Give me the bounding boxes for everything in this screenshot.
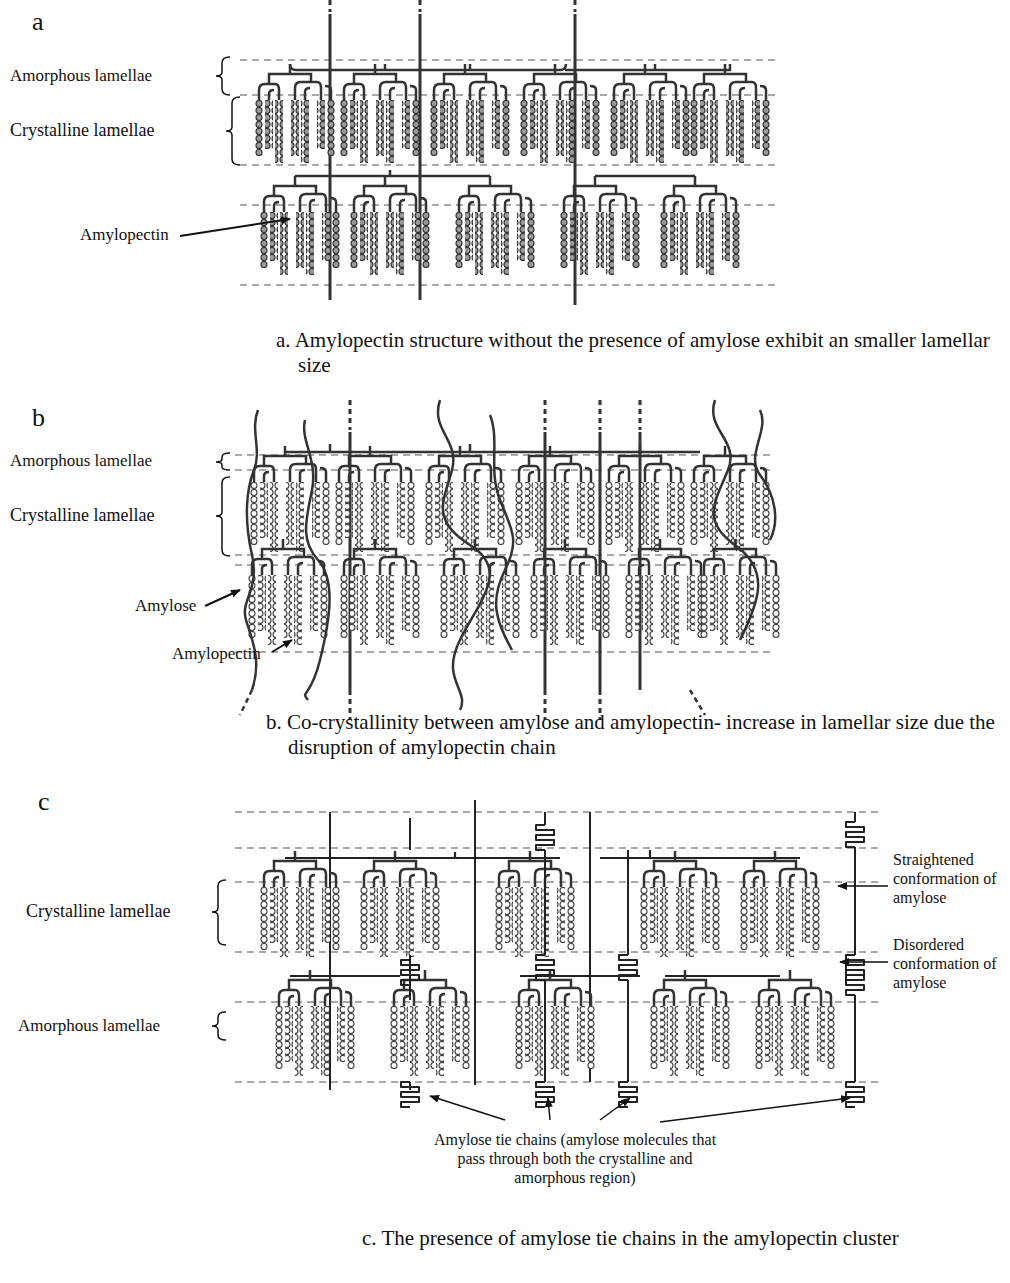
layer-label: Amorphous lamellae (10, 451, 152, 471)
panel-letter: a (32, 6, 44, 37)
panel-letter: c (38, 786, 50, 817)
callout-label: Straightened conformation of amylose (893, 850, 1003, 908)
layer-label: Amorphous lamellae (10, 66, 152, 86)
component-label: Amylopectin (172, 644, 261, 664)
leader-arrows (180, 219, 888, 1122)
layer-label: Amorphous lamellae (18, 1016, 160, 1036)
panel-c-drawing (235, 800, 880, 1107)
callout-label: Amylose tie chains (amylose molecules th… (430, 1130, 720, 1188)
caption: c. The presence of amylose tie chains in… (362, 1226, 1002, 1251)
callout-label: Disordered conformation of amylose (893, 935, 1003, 993)
layer-label: Crystalline lamellae (26, 901, 170, 923)
component-label: Amylose (135, 596, 196, 616)
panel-letter: b (32, 402, 45, 433)
layer-label: Crystalline lamellae (10, 120, 154, 142)
layer-label: Crystalline lamellae (10, 505, 154, 527)
caption: a. Amylopectin structure without the pre… (276, 328, 1006, 378)
panel-a-drawing (240, 0, 775, 305)
component-label: Amylopectin (80, 225, 169, 245)
brackets (212, 57, 240, 1040)
panel-b-drawing (235, 400, 780, 720)
caption: b. Co-crystallinity between amylose and … (266, 710, 1006, 760)
